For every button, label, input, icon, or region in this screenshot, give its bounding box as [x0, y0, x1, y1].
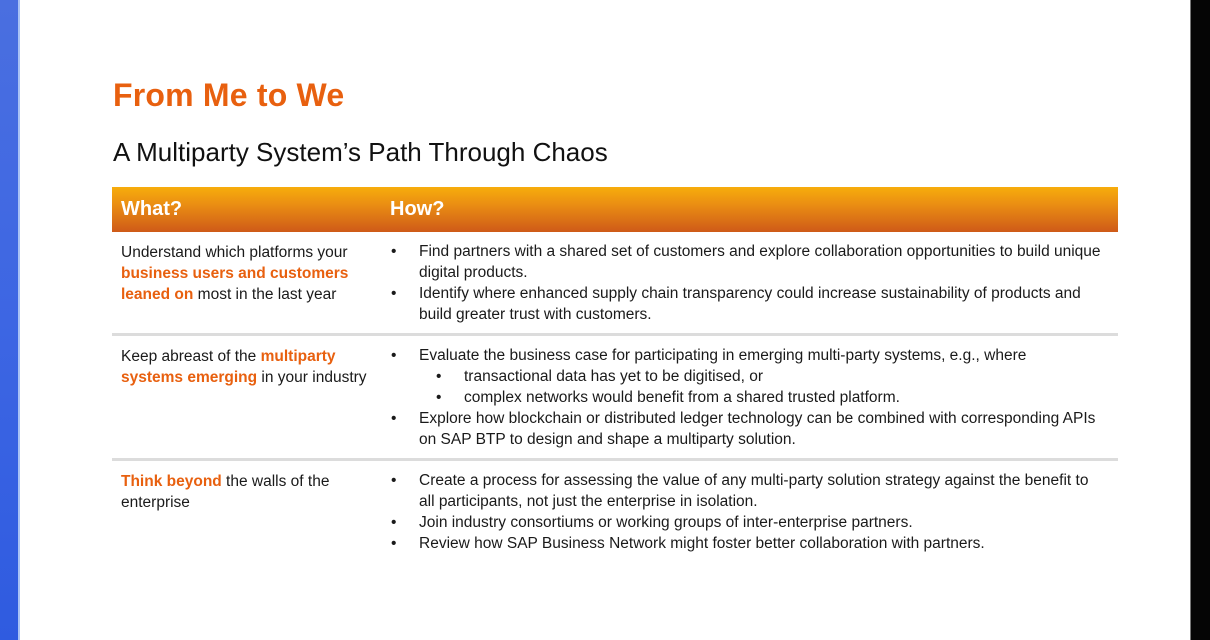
what-highlight: multiparty systems emerging — [121, 348, 336, 386]
left-window-border — [0, 0, 18, 640]
slide-subtitle: A Multiparty System’s Path Through Chaos — [113, 137, 608, 167]
left-border-highlight — [18, 0, 20, 640]
how-bullet-list: Evaluate the business case for participa… — [389, 345, 1108, 450]
what-highlight: business users and customers leaned on — [121, 265, 349, 303]
header-what: What? — [121, 198, 183, 220]
what-text: Understand which platforms your — [121, 244, 348, 261]
sub-bullet-item: complex networks would benefit from a sh… — [389, 387, 1108, 408]
what-cell: Think beyond the walls of the enterprise — [112, 461, 381, 571]
bullet-item: Join industry consortiums or working gro… — [389, 512, 1108, 533]
table-row: Think beyond the walls of the enterprise… — [112, 461, 1118, 571]
bullet-item: Identify where enhanced supply chain tra… — [389, 283, 1108, 325]
how-cell: Evaluate the business case for participa… — [381, 336, 1118, 458]
what-how-table: What? How? Understand which platforms yo… — [112, 187, 1118, 571]
what-cell: Understand which platforms your business… — [112, 232, 381, 333]
how-cell: Create a process for assessing the value… — [381, 461, 1118, 571]
bullet-item: Find partners with a shared set of custo… — [389, 241, 1108, 283]
how-bullet-list: Find partners with a shared set of custo… — [389, 241, 1108, 325]
what-text: in your industry — [257, 369, 367, 386]
what-cell: Keep abreast of the multiparty systems e… — [112, 336, 381, 458]
bullet-item: Create a process for assessing the value… — [389, 470, 1108, 512]
sub-bullet-item: transactional data has yet to be digitis… — [389, 366, 1108, 387]
bullet-item: Explore how blockchain or distributed le… — [389, 408, 1108, 450]
what-text: most in the last year — [193, 286, 337, 303]
right-border-line — [1190, 0, 1191, 640]
header-how: How? — [390, 198, 445, 220]
how-cell: Find partners with a shared set of custo… — [381, 232, 1118, 333]
right-window-border — [1191, 0, 1210, 640]
how-bullet-list: Create a process for assessing the value… — [389, 470, 1108, 554]
table-header: What? How? — [112, 187, 1118, 232]
bullet-item: Evaluate the business case for participa… — [389, 345, 1108, 366]
bullet-item: Review how SAP Business Network might fo… — [389, 533, 1108, 554]
table-row: Keep abreast of the multiparty systems e… — [112, 336, 1118, 461]
slide-title: From Me to We — [113, 77, 345, 113]
table-row: Understand which platforms your business… — [112, 232, 1118, 336]
what-text: the walls of the enterprise — [121, 473, 330, 511]
what-highlight: Think beyond — [121, 473, 222, 490]
what-text: Keep abreast of the — [121, 348, 261, 365]
